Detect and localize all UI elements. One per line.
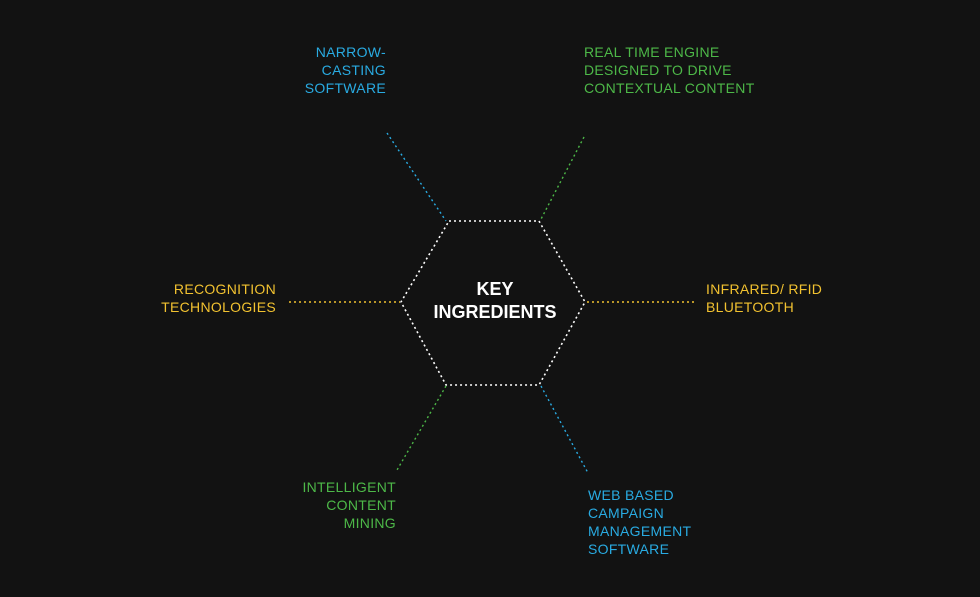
node-text-line: SOFTWARE [588, 541, 670, 557]
connector-narrowcasting [386, 132, 447, 222]
connector-content-mining [396, 385, 447, 471]
node-text-line: MINING [343, 515, 396, 531]
node-text-line: MANAGEMENT [588, 523, 692, 539]
center-title-line: KEY [476, 279, 514, 299]
node-text-line: SOFTWARE [304, 80, 386, 96]
node-text-line: WEB BASED [588, 487, 674, 503]
node-text-line: INFRARED/ RFID [706, 281, 823, 297]
node-text-line: BLUETOOTH [706, 299, 795, 315]
node-text-line: CONTEXTUAL CONTENT [584, 80, 755, 96]
node-text-line: REAL TIME ENGINE [584, 44, 720, 60]
center-hexagon [400, 220, 586, 386]
node-text-line: INTELLIGENT [302, 479, 396, 495]
center-title: KEY INGREDIENTS [410, 278, 580, 324]
node-content-mining: INTELLIGENT CONTENT MINING [302, 478, 396, 532]
node-recognition: RECOGNITION TECHNOLOGIES [161, 280, 276, 316]
node-campaign: WEB BASED CAMPAIGN MANAGEMENT SOFTWARE [588, 486, 691, 558]
node-text-line: NARROW- [315, 44, 386, 60]
connector-real-time-engine [539, 136, 585, 222]
node-infrared: INFRARED/ RFID BLUETOOTH [706, 280, 822, 316]
center-title-line: INGREDIENTS [433, 302, 557, 322]
node-text-line: CONTENT [326, 497, 396, 513]
node-text-line: CAMPAIGN [588, 505, 665, 521]
connector-campaign [540, 385, 589, 474]
node-text-line: RECOGNITION [173, 281, 276, 297]
node-real-time-engine: REAL TIME ENGINE DESIGNED TO DRIVE CONTE… [584, 43, 755, 97]
node-narrowcasting: NARROW- CASTING SOFTWARE [305, 43, 386, 97]
node-text-line: DESIGNED TO DRIVE [584, 62, 732, 78]
node-text-line: TECHNOLOGIES [161, 299, 276, 315]
node-text-line: CASTING [321, 62, 386, 78]
